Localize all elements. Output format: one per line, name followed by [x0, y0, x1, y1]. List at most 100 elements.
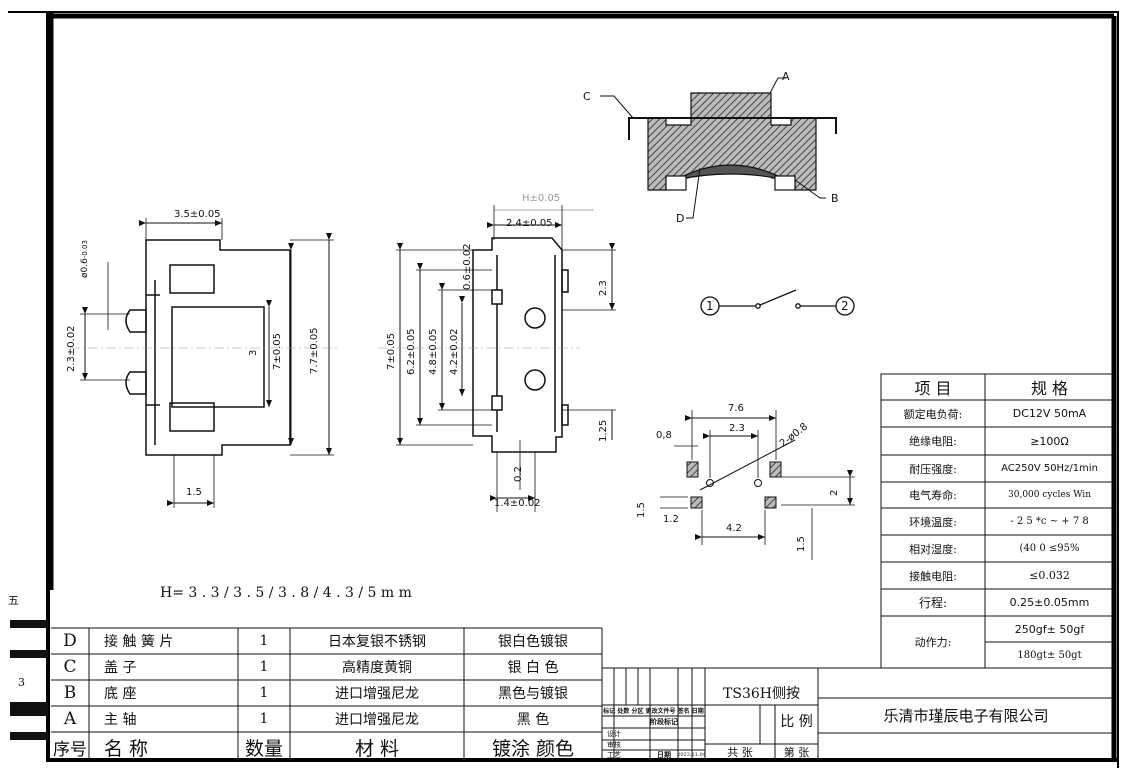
bom-material: 高精度黄铜 — [342, 660, 412, 676]
bom-finish: 黑色与镀银 — [498, 686, 568, 702]
dim-height-h: H±0.05 — [522, 193, 561, 204]
dim-height-3: 3 — [248, 349, 259, 356]
spec-force-label: 动作力: — [914, 636, 952, 649]
spec-item: 环境温度: — [909, 515, 957, 529]
dim-diameter-0-6: ø0.6-0.03 — [80, 240, 90, 278]
bom-qty: 1 — [259, 659, 269, 675]
bom-code: A — [63, 709, 77, 729]
dim-pcb-7-6: 7.6 — [728, 403, 744, 414]
dim-height-7-7: 7.7±0.05 — [309, 327, 320, 374]
bom-code: D — [63, 631, 77, 651]
dim-height-7-side: 7±0.05 — [386, 332, 397, 370]
frame-zone-marks — [10, 620, 48, 740]
process-label: 工艺 — [607, 751, 621, 759]
frame-zone-label-3: 3 — [18, 676, 25, 689]
dim-pcb-2: 2 — [829, 489, 840, 496]
spec-value: ≥100Ω — [1030, 434, 1069, 448]
callout-b: B — [831, 192, 839, 205]
spec-item: 相对湿度: — [909, 542, 957, 556]
bom-name: 接 触 簧 片 — [104, 634, 174, 650]
bom-header-material: 材 料 — [354, 737, 400, 760]
spec-header-item: 项 目 — [914, 379, 952, 398]
ratio-label: 比 例 — [780, 714, 813, 730]
bom-name: 底 座 — [104, 686, 137, 702]
dim-pcb-1-5-left: 1.5 — [636, 502, 647, 518]
dim-pcb-2-3: 2.3 — [729, 423, 745, 434]
title-block-grid — [602, 667, 1114, 760]
bom-grid — [51, 627, 603, 760]
bom-material: 进口增强尼龙 — [335, 686, 419, 702]
spec-force-value: 250gf± 50gf — [1014, 622, 1085, 636]
spec-header-spec: 规 格 — [1030, 379, 1069, 398]
spec-item: 接触电阻: — [909, 569, 957, 583]
bom-code: C — [63, 657, 77, 677]
spec-item: 电气寿命: — [909, 489, 957, 502]
bom-finish: 银白色镀银 — [498, 634, 568, 650]
design-label: 设计 — [607, 730, 621, 738]
bom-header-no: 序号 — [53, 739, 87, 760]
spec-value: AC250V 50Hz/1min — [1001, 463, 1098, 474]
dim-1-25: 1.25 — [598, 419, 609, 442]
spec-item: 额定电负荷: — [903, 407, 963, 421]
bom-qty: 1 — [259, 711, 269, 727]
dim-height-2-3: 2.3±0.02 — [66, 325, 77, 372]
top-view — [70, 218, 340, 508]
date-value: 2023.11.04 — [678, 752, 705, 758]
spec-value: DC12V 50mA — [1012, 407, 1087, 420]
callout-a: A — [782, 70, 790, 83]
pcb-layout — [660, 410, 855, 560]
circuit-symbol — [700, 289, 855, 316]
stage-label: 阶段标记 — [650, 717, 678, 726]
bom-code: B — [63, 683, 77, 703]
frame-zone-label: 五 — [8, 594, 19, 607]
pin-2-label: 2 — [841, 299, 849, 313]
spec-item: 耐压强度: — [909, 462, 957, 476]
callout-d: D — [676, 212, 685, 225]
dim-height-4-8: 4.8±0.05 — [428, 328, 439, 375]
spec-value: ≤0.032 — [1029, 569, 1070, 582]
dim-0-2: 0.2 — [513, 466, 524, 482]
check-label: 审核 — [607, 741, 621, 749]
bom-finish: 银 白 色 — [507, 660, 559, 676]
company-name: 乐清市瑾辰电子有限公司 — [883, 707, 1049, 725]
height-options-note: H= 3 . 3 / 3 . 5 / 3 . 8 / 4 . 3 / 5 m m — [160, 585, 412, 601]
bom-header-finish: 镀涂 颜色 — [491, 737, 575, 760]
bom-name: 盖 子 — [104, 660, 137, 676]
dim-height-6-2: 6.2±0.05 — [406, 328, 417, 375]
dim-width-2-4: 2.4±0.05 — [506, 218, 553, 229]
dim-width-1-4: 1.4±0.02 — [494, 498, 541, 509]
dim-height-7: 7±0.05 — [272, 332, 283, 370]
bom-header-qty: 数量 — [244, 737, 283, 760]
spec-value: - 2 5 *c ~ + 7 8 — [1010, 516, 1089, 527]
revision-header: 标记 处数 分区 更改文件号 签名 日期 — [603, 708, 704, 715]
model-name: TS36H侧按 — [723, 685, 800, 702]
callout-c: C — [583, 90, 591, 103]
dim-pcb-1-5-right: 1.5 — [796, 536, 807, 552]
pin-1-label: 1 — [706, 299, 714, 313]
bom-header-name: 名 称 — [104, 737, 149, 760]
spec-value: (40 0 ≤95% — [1019, 543, 1080, 554]
bom-finish: 黑 色 — [516, 712, 550, 728]
dim-width-1-5: 1.5 — [186, 487, 202, 498]
side-view — [378, 205, 616, 512]
bom-qty: 1 — [259, 633, 269, 649]
dim-width-3-5: 3.5±0.05 — [174, 209, 221, 220]
bom-qty: 1 — [259, 685, 269, 701]
dim-0-6: 0.6±0.02 — [462, 243, 473, 290]
spec-value: 30,000 cycles Win — [1008, 490, 1091, 500]
date-label: 日期 — [657, 750, 671, 759]
dim-height-4-2: 4.2±0.02 — [449, 328, 460, 375]
dim-2-3: 2.3 — [598, 280, 609, 296]
bom-name: 主 轴 — [104, 712, 137, 728]
dim-pcb-0-8: 0,8 — [656, 430, 672, 441]
cross-section-view — [600, 77, 837, 219]
bom-material: 日本复银不锈钢 — [328, 634, 426, 650]
spec-force-value: 180gt± 50gt — [1017, 649, 1082, 661]
dim-pcb-1-2: 1.2 — [663, 514, 679, 525]
spec-item: 行程: — [918, 596, 948, 610]
dim-pcb-4-2: 4.2 — [726, 523, 742, 534]
spec-item: 绝缘电阻: — [909, 435, 957, 448]
sheet-total-label: 共 张 — [727, 746, 753, 759]
